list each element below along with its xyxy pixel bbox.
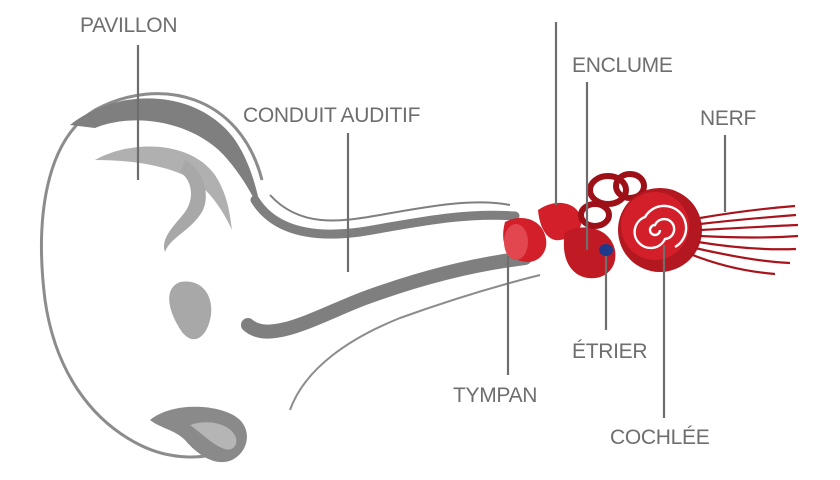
- canal-upper-thin: [269, 194, 511, 222]
- label-nerf: NERF: [700, 107, 756, 130]
- cochlea-spiral: [633, 204, 688, 250]
- pinna-helix-rim: [70, 98, 262, 215]
- label-tympan: TYMPAN: [453, 384, 537, 407]
- pinna-antihelix: [164, 160, 206, 252]
- label-enclume: ENCLUME: [572, 54, 673, 77]
- anvil-ossicle: [563, 227, 616, 279]
- labels: PAVILLON CONDUIT AUDITIF ENCLUME NERF ÉT…: [80, 14, 756, 449]
- canal-lower-thin: [289, 274, 541, 411]
- pinna-outer-outline: [40, 92, 264, 459]
- label-etrier: ÉTRIER: [572, 340, 647, 363]
- pinna-concha: [169, 281, 212, 340]
- pinna: [40, 92, 264, 463]
- label-conduit-auditif: CONDUIT AUDITIF: [243, 104, 420, 127]
- pinna-lobe-inner: [190, 422, 237, 450]
- semicircular-canals: [578, 171, 647, 229]
- canal-upper-wall: [250, 195, 520, 239]
- label-cochlee: COCHLÉE: [610, 426, 710, 449]
- ear-canal: [241, 194, 541, 411]
- stirrup-ossicle: [599, 244, 613, 256]
- middle-inner-ear: [503, 171, 799, 279]
- tympanum-face: [504, 224, 528, 260]
- nerve-fibres: [689, 204, 799, 276]
- label-pavillon: PAVILLON: [80, 14, 177, 37]
- canal-lower-wall: [241, 251, 532, 339]
- pinna-inner-fold: [95, 146, 232, 230]
- leader-lines: [136, 22, 727, 418]
